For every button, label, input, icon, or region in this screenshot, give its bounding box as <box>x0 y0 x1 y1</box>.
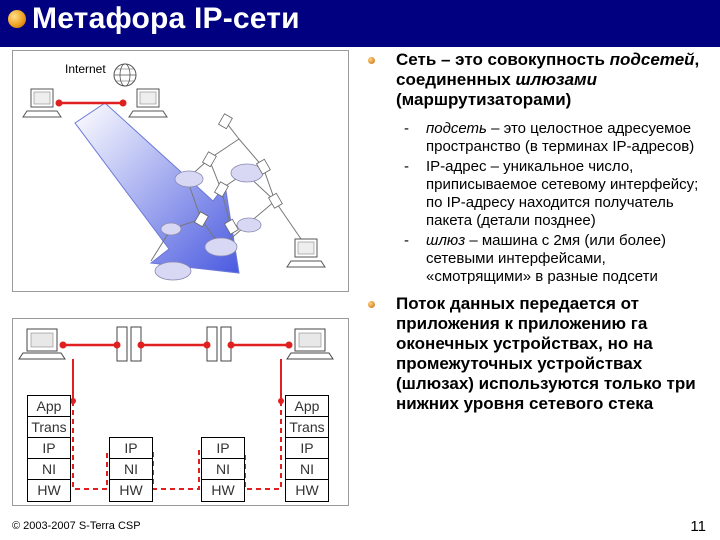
stack-diagram-svg <box>18 326 334 490</box>
bullet-item: Сеть – это совокупность подсетей, соедин… <box>368 50 713 110</box>
dash-marker: - <box>404 158 409 175</box>
bullet-text-italic: подсетей <box>609 50 695 69</box>
computer-icon <box>286 238 326 268</box>
cloud-icon <box>160 222 182 236</box>
bullet-text: Поток данных передается от приложения к … <box>396 294 696 413</box>
stack-layer: Trans <box>286 417 328 438</box>
computer-icon <box>18 328 66 360</box>
footer-copyright: © 2003-2007 S-Terra CSP <box>12 520 141 532</box>
page-title: Метафора IP-сети <box>32 2 300 35</box>
stack-layer: HW <box>211 482 235 498</box>
stack-layer: IP <box>110 438 152 459</box>
stack-layer: App <box>28 396 70 417</box>
stack-layer: NI <box>202 459 244 480</box>
cloud-icon <box>236 217 262 233</box>
bullet-list: Сеть – это совокупность подсетей, соедин… <box>368 50 713 414</box>
sub-bullet-text: – это целостное адресуемое пространство … <box>426 120 695 155</box>
bullet-icon <box>368 57 375 64</box>
dash-marker: - <box>404 120 409 137</box>
sub-bullet-text-italic: шлюз <box>426 232 466 249</box>
title-underline <box>0 44 720 47</box>
bullet-item: Поток данных передается от приложения к … <box>368 294 713 414</box>
globe-icon <box>113 63 137 87</box>
computer-icon <box>286 328 334 360</box>
sub-bullet-text: – машина с 2мя (или более) сетевыми инте… <box>426 232 667 285</box>
router-icon <box>217 113 233 130</box>
internet-diagram-svg: Internet <box>22 62 326 281</box>
stack-layer: NI <box>110 459 152 480</box>
stack-layer: NI <box>286 459 328 480</box>
protocol-stack: App Trans IP NI HW <box>27 395 71 502</box>
router-icon <box>223 218 239 235</box>
sub-bullet-text: IP-адрес – уникальное число, приписываем… <box>426 158 699 229</box>
stack-layer: IP <box>28 438 70 459</box>
bullet-text-italic: шлюзами <box>515 70 597 89</box>
stack-layer: IP <box>286 438 328 459</box>
protocol-stack-diagram: App Trans IP NI HW IP NI HW IP NI HW App… <box>12 318 349 506</box>
sub-bullet-text-italic: подсеть <box>426 120 487 137</box>
bullet-text: (маршрутизаторами) <box>396 90 572 109</box>
dash-marker: - <box>404 232 409 249</box>
computer-icon <box>22 88 62 118</box>
bullet-text: Сеть – это совокупность <box>396 50 610 69</box>
protocol-stack: IP NI HW <box>201 437 245 502</box>
page-number: 11 <box>690 518 706 535</box>
sub-bullet-item: -подсеть – это целостное адресуемое прос… <box>368 120 713 156</box>
router-icon <box>201 151 217 168</box>
stack-layer: Trans <box>28 417 70 438</box>
computer-icon <box>128 88 168 118</box>
stack-layer: App <box>286 396 328 417</box>
stack-layer: NI <box>28 459 70 480</box>
link-line <box>55 99 127 107</box>
internet-label: Internet <box>65 62 106 76</box>
cloud-icon <box>154 261 192 281</box>
stack-layer: HW <box>37 482 61 498</box>
router-icon <box>213 181 229 198</box>
internet-diagram: Internet <box>12 50 349 292</box>
bullet-icon <box>368 301 375 308</box>
router-icon <box>267 192 283 209</box>
stack-layer: HW <box>119 482 143 498</box>
router-icon <box>255 158 271 175</box>
stack-layer: HW <box>295 482 319 498</box>
protocol-stack: IP NI HW <box>109 437 153 502</box>
stack-layer: IP <box>202 438 244 459</box>
cloud-icon <box>204 237 238 257</box>
data-path <box>72 401 282 490</box>
sub-bullet-item: -шлюз – машина с 2мя (или более) сетевым… <box>368 232 713 286</box>
title-bullet-icon <box>8 10 26 28</box>
cloud-icon <box>174 170 204 188</box>
router-icon <box>206 326 232 362</box>
router-icon <box>193 211 209 228</box>
sub-bullet-item: -IP-адрес – уникальное число, приписывае… <box>368 158 713 230</box>
protocol-stack: App Trans IP NI HW <box>285 395 329 502</box>
title-bar: Метафора IP-сети <box>0 0 720 44</box>
bullet-text: , соединенных <box>396 50 700 89</box>
router-icon <box>116 326 142 362</box>
